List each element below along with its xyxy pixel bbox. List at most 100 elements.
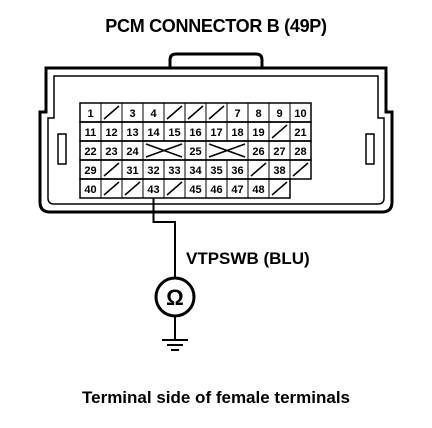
- pin-29: 29: [79, 159, 102, 180]
- pin-label: 24: [126, 146, 139, 158]
- pin-14: 14: [142, 121, 165, 142]
- pin-label: 14: [147, 127, 160, 139]
- connector-lock-tab: [168, 52, 264, 68]
- pin-label: 12: [105, 127, 117, 139]
- pin-label: 4: [150, 108, 157, 120]
- pin-25: 25: [184, 140, 207, 161]
- pin-7: 7: [226, 102, 249, 123]
- pin-19: 19: [247, 121, 270, 142]
- pin-label: 33: [168, 165, 180, 177]
- pin-label: 10: [294, 108, 306, 120]
- pin-45: 45: [184, 178, 207, 199]
- pin-label: 7: [234, 108, 240, 120]
- pin-12: 12: [100, 121, 123, 142]
- pin-label: 17: [210, 127, 222, 139]
- pin-26: 26: [247, 140, 270, 161]
- pin-17: 17: [205, 121, 228, 142]
- pin-label: 18: [231, 127, 243, 139]
- pin-label: 43: [147, 184, 159, 196]
- empty-pin-cell: [289, 159, 312, 180]
- pin-4: 4: [142, 102, 165, 123]
- pin-10: 10: [289, 102, 312, 123]
- pin-label: 48: [252, 184, 264, 196]
- pin-label: 47: [231, 184, 243, 196]
- pin-15: 15: [163, 121, 186, 142]
- pin-label: 34: [189, 165, 202, 177]
- wire-label: VTPSWB (BLU): [186, 249, 310, 268]
- pin-35: 35: [205, 159, 228, 180]
- diagram-title: PCM CONNECTOR B (49P): [105, 16, 327, 36]
- ground-icon: [162, 339, 188, 351]
- pin-label: 32: [147, 165, 159, 177]
- pin-38: 38: [268, 159, 291, 180]
- pin-47: 47: [226, 178, 249, 199]
- pin-16: 16: [184, 121, 207, 142]
- pin-label: 8: [255, 108, 261, 120]
- pin-label: 16: [189, 127, 201, 139]
- right-key: [365, 133, 375, 165]
- empty-pin-cell: [100, 178, 123, 199]
- left-key: [57, 133, 67, 165]
- pin-48: 48: [247, 178, 270, 199]
- pin-label: 40: [84, 184, 96, 196]
- pin-label: 26: [252, 146, 264, 158]
- pin-label: 23: [105, 146, 117, 158]
- pin-8: 8: [247, 102, 270, 123]
- empty-pin-cell: [184, 102, 207, 123]
- pin-18: 18: [226, 121, 249, 142]
- pin-9: 9: [268, 102, 291, 123]
- pin-label: 25: [189, 146, 201, 158]
- pin-22: 22: [79, 140, 102, 161]
- connector-inner-outline: [47, 75, 385, 205]
- diagram-caption: Terminal side of female terminals: [82, 388, 350, 407]
- empty-pin-cell: [205, 140, 249, 161]
- empty-pin-cell: [100, 102, 123, 123]
- pin-label: 22: [84, 146, 96, 158]
- pin-label: 38: [273, 165, 285, 177]
- ohmmeter-icon: Ω: [154, 276, 196, 318]
- pin-label: 46: [210, 184, 222, 196]
- ohm-symbol: Ω: [166, 285, 184, 310]
- pin-40: 40: [79, 178, 102, 199]
- empty-pin-cell: [100, 159, 123, 180]
- pin-label: 13: [126, 127, 138, 139]
- pin-label: 31: [126, 165, 138, 177]
- pin-label: 15: [168, 127, 180, 139]
- pin-31: 31: [121, 159, 144, 180]
- empty-pin-cell: [121, 178, 144, 199]
- pin-label: 1: [87, 108, 93, 120]
- empty-pin-cell: [163, 178, 186, 199]
- empty-pin-cell: [247, 159, 270, 180]
- pin-label: 9: [276, 108, 282, 120]
- pin-43: 43: [142, 178, 165, 199]
- pin-label: 19: [252, 127, 264, 139]
- pin-24: 24: [121, 140, 144, 161]
- pin-label: 35: [210, 165, 222, 177]
- pin-36: 36: [226, 159, 249, 180]
- pin-label: 27: [273, 146, 285, 158]
- pin-label: 36: [231, 165, 243, 177]
- pin-label: 11: [85, 127, 97, 139]
- empty-pin-cell: [163, 102, 186, 123]
- pin-11: 11: [79, 121, 102, 142]
- pin-label: 21: [294, 127, 306, 139]
- connector-housing: [38, 66, 394, 214]
- pin-23: 23: [100, 140, 123, 161]
- empty-pin-cell: [268, 178, 291, 199]
- pin-32: 32: [142, 159, 165, 180]
- pin-21: 21: [289, 121, 312, 142]
- empty-pin-cell: [142, 140, 186, 161]
- probe-wire: [152, 198, 176, 278]
- empty-pin-cell: [205, 102, 228, 123]
- pin-28: 28: [289, 140, 312, 161]
- pin-34: 34: [184, 159, 207, 180]
- pin-1: 1: [79, 102, 102, 123]
- pin-46: 46: [205, 178, 228, 199]
- empty-pin-cell: [268, 121, 291, 142]
- pin-27: 27: [268, 140, 291, 161]
- probe-wire-line: [152, 198, 176, 278]
- pin-label: 29: [84, 165, 96, 177]
- pin-3: 3: [121, 102, 144, 123]
